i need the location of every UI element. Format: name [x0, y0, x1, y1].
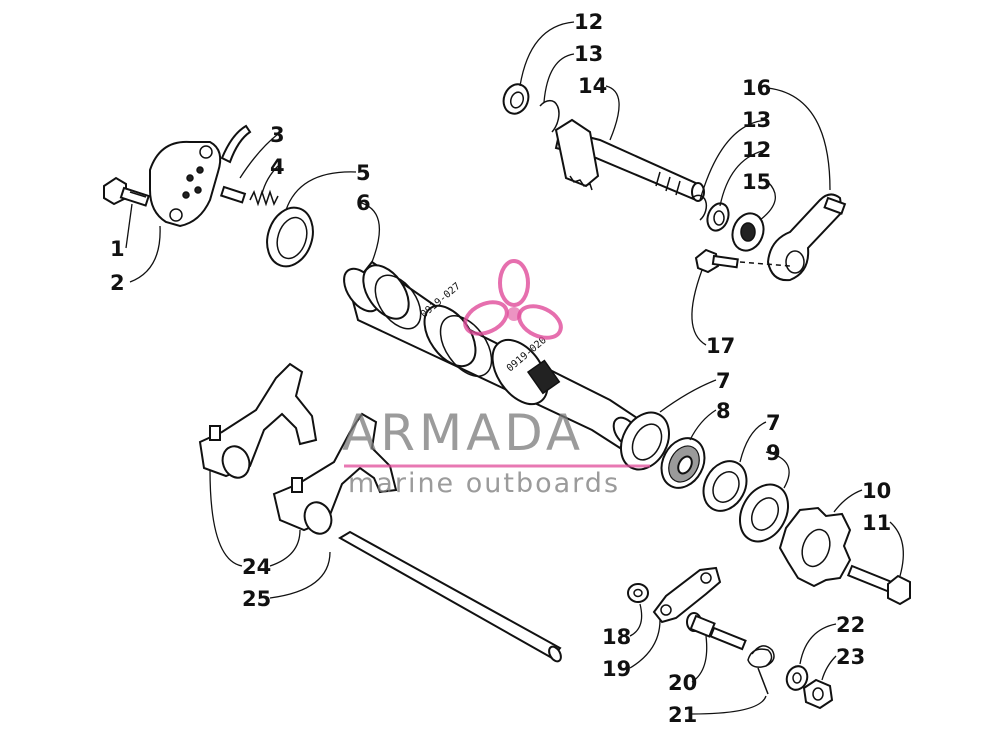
callout-17: 17	[706, 334, 735, 358]
part-circlip-13-right	[691, 194, 708, 221]
part-bolt-17	[694, 248, 791, 274]
callout-25: 25	[242, 587, 271, 611]
part-shift-fork-24b	[272, 412, 398, 535]
part-pin-3	[219, 185, 247, 204]
watermark-brand: ARMADA	[342, 404, 584, 462]
propeller-logo-icon	[463, 259, 563, 340]
callout-6: 6	[356, 191, 371, 215]
part-pin-bolt-20	[686, 612, 747, 651]
part-washer-12-top	[502, 83, 530, 115]
callout-20: 20	[668, 671, 697, 695]
part-shift-shaft-14	[554, 118, 705, 202]
callout-9: 9	[766, 441, 781, 465]
callout-22: 22	[836, 613, 865, 637]
callout-3: 3	[270, 123, 285, 147]
part-nut-23	[802, 678, 834, 710]
part-fork-rod-25	[338, 530, 562, 663]
callout-12-right: 12	[742, 138, 771, 162]
watermark-logo: ARMADA marine outboards	[342, 259, 650, 499]
part-circlip-13-top	[539, 99, 560, 133]
callout-13-top: 13	[574, 42, 603, 66]
callout-1: 1	[110, 237, 125, 261]
callout-12-top: 12	[574, 10, 603, 34]
part-washer-5	[266, 206, 314, 268]
callout-5: 5	[356, 161, 371, 185]
callout-11: 11	[862, 511, 891, 535]
callout-4: 4	[270, 155, 285, 179]
part-bolt-1	[103, 176, 150, 207]
part-spring-4	[249, 189, 279, 207]
callout-8: 8	[716, 399, 731, 423]
part-washer-9	[739, 483, 789, 543]
callout-19: 19	[602, 657, 631, 681]
part-washer-7b	[702, 460, 748, 512]
part-shift-arm-16	[766, 193, 847, 282]
callout-21: 21	[668, 703, 697, 727]
part-bearing-8	[660, 437, 706, 489]
leader-lines	[125, 21, 904, 715]
callout-14: 14	[578, 74, 607, 98]
part-washer-12-right	[706, 202, 730, 232]
part-bolt-11	[846, 564, 911, 606]
part-washer-22	[785, 665, 809, 691]
part-cover-plate-2	[149, 124, 252, 228]
part-washer-7a	[620, 411, 670, 471]
callout-7b: 7	[766, 411, 781, 435]
callout-15: 15	[742, 170, 771, 194]
callout-7a: 7	[716, 369, 731, 393]
part-star-gear-10	[778, 506, 852, 588]
part-bearing-15	[731, 212, 765, 252]
callout-23: 23	[836, 645, 865, 669]
callout-2: 2	[110, 271, 125, 295]
callout-10: 10	[862, 479, 891, 503]
watermark-tagline: marine outboards	[348, 468, 620, 499]
callout-labels: 12 13 14 16 13 12 15 17 3 4 5 6 1 2 7 8 …	[110, 10, 891, 727]
part-stopper-plate-19	[652, 566, 722, 624]
part-washer-18	[627, 583, 649, 603]
callout-24: 24	[242, 555, 271, 579]
part-spring-21	[747, 645, 775, 695]
callout-13-right: 13	[742, 108, 771, 132]
callout-16: 16	[742, 76, 771, 100]
callout-18: 18	[602, 625, 631, 649]
part-shift-fork-24a	[198, 362, 318, 479]
